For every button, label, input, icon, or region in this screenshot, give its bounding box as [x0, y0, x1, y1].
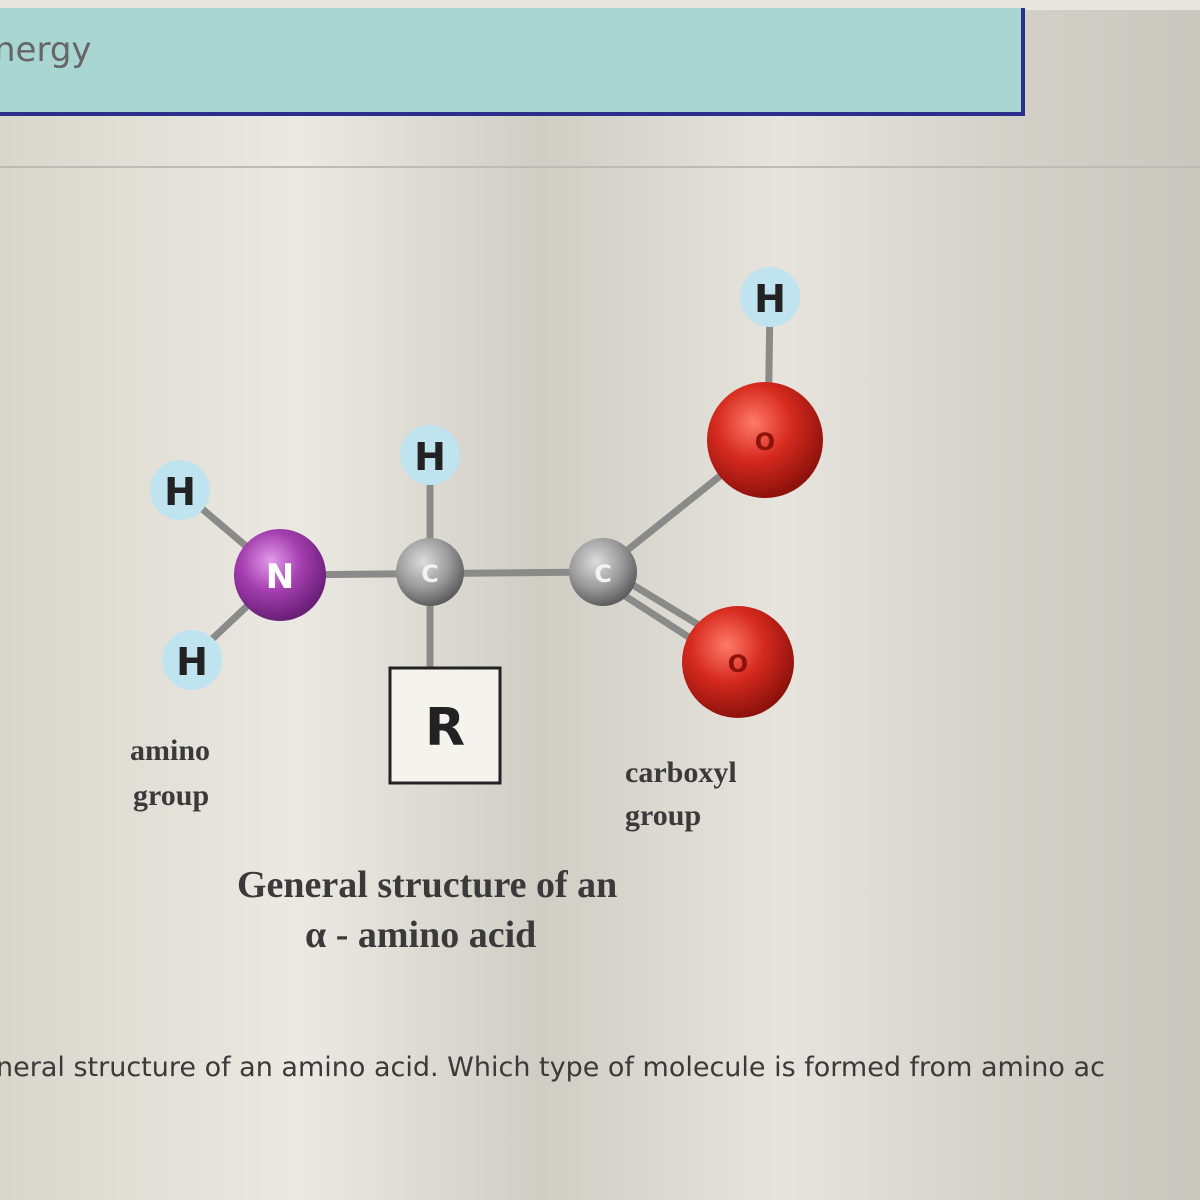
atom-o-carbonyl: O [682, 606, 794, 718]
answer-option-text: nergy [0, 30, 92, 70]
atom-n: N [234, 529, 326, 621]
svg-text:C: C [594, 560, 612, 588]
atom-o-hydroxyl: O [707, 382, 823, 498]
svg-text:H: H [414, 435, 446, 479]
caption-line1: General structure of an [237, 864, 617, 906]
bonds [177, 299, 774, 690]
svg-text:H: H [164, 470, 196, 514]
svg-text:C: C [421, 560, 439, 588]
amino-label-line2: group [133, 779, 209, 812]
answer-option[interactable]: nergy [0, 8, 1025, 116]
carboxyl-label-line2: group [625, 799, 701, 832]
carboxyl-label-line1: carboxyl [625, 756, 737, 789]
caption-line2: α - amino acid [305, 914, 536, 956]
svg-text:H: H [754, 277, 786, 321]
svg-text:O: O [755, 428, 775, 456]
atom-h-hydroxyl: H [740, 267, 800, 327]
atom-h-amino-bottom: H [162, 630, 222, 690]
amino-label-line1: amino [130, 734, 210, 767]
question-text: neral structure of an amino acid. Which … [0, 1052, 1105, 1083]
atom-c-alpha: C [396, 538, 464, 606]
atom-h-alpha: H [400, 425, 460, 485]
atom-h-amino-top: H [150, 460, 210, 520]
top-edge [0, 0, 1200, 10]
svg-text:O: O [728, 650, 748, 678]
svg-text:H: H [176, 640, 208, 684]
r-group-box: R [388, 666, 502, 785]
svg-text:N: N [266, 557, 294, 597]
divider [0, 166, 1200, 168]
atom-c-carboxyl: C [569, 538, 637, 606]
svg-text:R: R [425, 698, 465, 758]
